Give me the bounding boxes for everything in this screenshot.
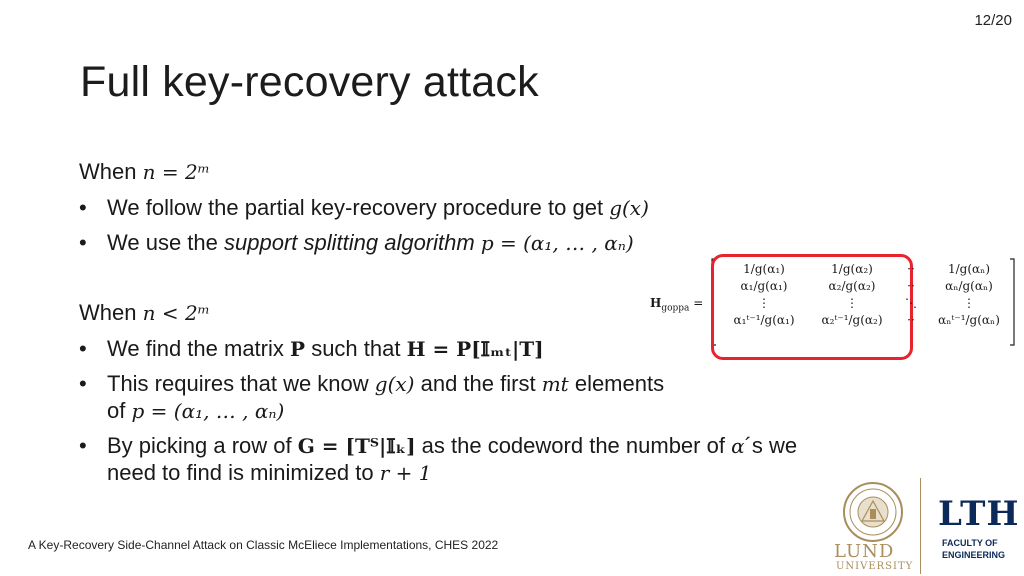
logo-divider (920, 478, 921, 574)
bullet-math: mt (541, 372, 569, 396)
bullet-math: g(x) (374, 372, 415, 396)
bullet-text: need to find is minimized to (107, 460, 374, 485)
matrix-cell: 1/g(αₙ) (947, 262, 991, 276)
case2-condition: n < 2ᵐ (142, 301, 210, 325)
matrix-cell: ⋮ (758, 296, 770, 310)
matrix-cell: αₙ/g(αₙ) (945, 279, 993, 293)
matrix-cell: α₁/g(α₁) (740, 279, 788, 293)
bullet-item: • We follow the partial key-recovery proc… (79, 194, 649, 222)
bullet-marker: • (79, 336, 87, 361)
matrix-label: Hgoppa = (650, 296, 703, 313)
bullet-text: ´s we (744, 433, 798, 458)
bullet-math: p = (α₁, … , αₙ) (480, 231, 634, 255)
matrix-cell: α₁ᵗ⁻¹/g(α₁) (733, 313, 795, 327)
page-number: 12/20 (974, 12, 1012, 29)
matrix-symbol: H (650, 296, 662, 310)
bullet-marker: • (79, 371, 87, 396)
bullet-text: such that (311, 336, 401, 361)
bullet-math: p = (α₁, … , αₙ) (131, 399, 285, 423)
matrix-cell: ·· (907, 262, 915, 276)
bullet-text: We find the matrix (107, 336, 284, 361)
bullet-marker: • (79, 230, 87, 255)
matrix-cell: ⋮ (846, 296, 858, 310)
bullet-text: of (107, 398, 126, 423)
bullet-text: By picking a row of (107, 433, 292, 458)
matrix-cell: α₂ᵗ⁻¹/g(α₂) (821, 313, 883, 327)
case2-label: When (79, 300, 137, 325)
bullet-item: • This requires that we know g(x) and the… (79, 370, 664, 398)
bullet-marker: • (79, 195, 87, 220)
bullet-continuation: need to find is minimized to r + 1 (107, 459, 431, 487)
lth-logo-line1: FACULTY OF (942, 538, 998, 548)
slide-title: Full key-recovery attack (80, 58, 539, 106)
matrix-cell: α₂/g(α₂) (828, 279, 876, 293)
matrix-cell: ⋱ (905, 296, 917, 310)
right-bracket (1010, 258, 1015, 346)
matrix-cell: ·· (907, 313, 915, 327)
lth-logo-line2: ENGINEERING (942, 550, 1006, 560)
bullet-text: as the codeword the number of (421, 433, 725, 458)
matrix-cell: 1/g(α₂) (831, 262, 873, 276)
bullet-text: We follow the partial key-recovery proce… (107, 195, 604, 220)
matrix-cell: ⋮ (963, 296, 975, 310)
bullet-text: We use the (107, 230, 218, 255)
bullet-marker: • (79, 433, 87, 458)
matrix-subscript: goppa (661, 303, 690, 314)
matrix-cell: 1/g(α₁) (743, 262, 785, 276)
footer-citation: A Key-Recovery Side-Channel Attack on Cl… (28, 538, 499, 552)
bullet-emphasis: support splitting algorithm (224, 230, 475, 255)
matrix-cell: ·· (907, 279, 915, 293)
bullet-text: This requires that we know (107, 371, 369, 396)
bullet-item: • By picking a row of G = [Tᵀ|𝕀ₖ] as the … (79, 432, 797, 460)
bullet-text: elements (574, 371, 665, 396)
bullet-item: • We find the matrix P such that H = P[𝕀ₘ… (79, 335, 544, 363)
matrix-highlight-box (711, 254, 913, 360)
case1-label: When (79, 159, 137, 184)
lund-logo-line1: LUND (834, 541, 895, 562)
bullet-math: α (731, 434, 745, 458)
matrix-cell: αₙᵗ⁻¹/g(αₙ) (938, 313, 1000, 327)
lund-seal-icon (843, 482, 903, 542)
case1-condition: n = 2ᵐ (142, 160, 210, 184)
bullet-math: P (290, 337, 306, 361)
bullet-text: and the first (420, 371, 536, 396)
matrix-body: 1/g(α₁) 1/g(α₂) ·· 1/g(αₙ) α₁/g(α₁) α₂/g… (718, 262, 1010, 327)
lund-logo-line2: UNIVERSITY (836, 561, 914, 572)
lth-logo-name: LTH (938, 494, 1020, 534)
bullet-item: •We use the support splitting algorithm … (79, 229, 634, 257)
case1-heading: When n = 2ᵐ (79, 158, 210, 186)
matrix-equals: = (693, 296, 704, 310)
case2-heading: When n < 2ᵐ (79, 299, 210, 327)
bullet-math: H = P[𝕀ₘₜ|T] (406, 337, 544, 361)
bullet-math: r + 1 (379, 461, 432, 485)
bullet-math: g(x) (609, 196, 649, 220)
bullet-continuation: of p = (α₁, … , αₙ) (107, 397, 284, 425)
bullet-math: G = [Tᵀ|𝕀ₖ] (297, 434, 416, 458)
